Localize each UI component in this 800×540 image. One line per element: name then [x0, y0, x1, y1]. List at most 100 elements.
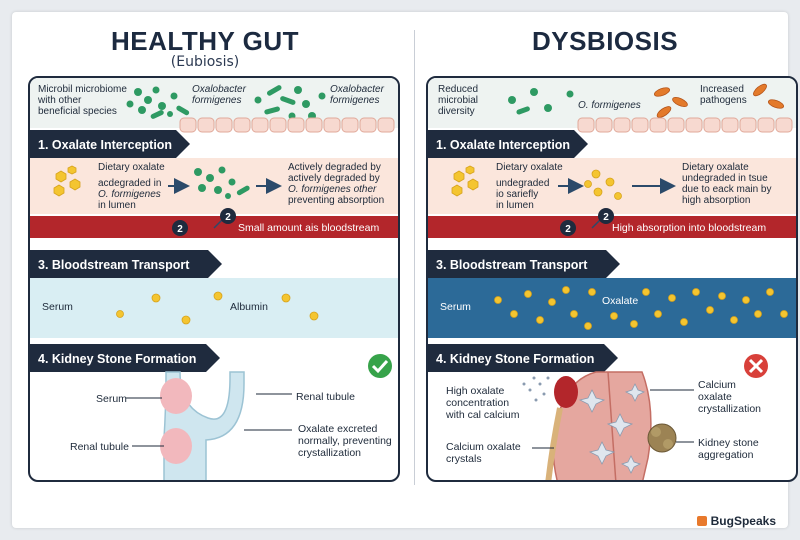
- section3-title: 3. Bloodstream Transport: [38, 258, 190, 272]
- excretion-label: crystallization: [298, 447, 361, 459]
- dietary-oxalate-label: Dietary oxalate: [98, 162, 165, 173]
- intestinal-villi: [577, 117, 793, 133]
- intestinal-villi: [179, 117, 395, 133]
- svg-text:Oxalobacter formigenes: Oxalobacter formigenes: [192, 84, 249, 106]
- kidney-stone-label: aggregation: [698, 449, 754, 461]
- absorption-label: undegraded in tsue: [682, 173, 768, 184]
- section3-title: 3. Bloodstream Transport: [436, 258, 588, 272]
- section1-title: 1. Oxalate Interception: [436, 138, 570, 152]
- section4-title: 4. Kidney Stone Formation: [436, 352, 594, 366]
- crystal-spray: [522, 376, 550, 402]
- svg-text:Dietary oxalate undegraded: Dietary oxalate undegraded in tsue due t…: [682, 162, 774, 206]
- degradation-label: Actively degraded by: [288, 162, 381, 173]
- microbiome-label-line: beneficial species: [38, 106, 117, 117]
- crystallization-label: oxalate: [698, 391, 732, 403]
- microbiome-label-line: microbial: [438, 95, 478, 106]
- crystallization-label: crystallization: [698, 403, 761, 415]
- oxalate-crystals: [451, 165, 479, 197]
- absorption-label: high absorption: [682, 195, 750, 206]
- left-subtitle: (Eubiosis): [170, 54, 240, 70]
- kidney-stone-label: Kidney stone: [698, 437, 759, 449]
- renal-tubule-right-label: Renal tubule: [296, 391, 355, 403]
- step-badge-label: 2: [225, 212, 231, 223]
- dietary-oxalate-label: in lumen: [496, 200, 534, 211]
- oxalate-label: Oxalate: [602, 295, 638, 307]
- dietary-oxalate-label: acdegraded in: [98, 178, 161, 189]
- right-title: DYSBIOSIS: [531, 26, 679, 56]
- microbiome-label-line: Microbil microbiome: [38, 84, 127, 95]
- dietary-oxalate-label: Dietary oxalate: [496, 162, 563, 173]
- microbiome-label-line: Reduced: [438, 84, 478, 95]
- dietary-oxalate-label: O. formigenes: [98, 189, 161, 200]
- dietary-oxalate-label: in lumen: [98, 200, 136, 211]
- renal-tubule-illustration: [160, 371, 245, 480]
- svg-text:Microbil microbiome with o: Microbil microbiome with other beneficia…: [37, 84, 130, 117]
- dietary-oxalate-label: undegraded: [496, 178, 549, 189]
- brand-name: BugSpeaks: [710, 514, 776, 528]
- species-label: formigenes: [330, 95, 379, 106]
- center-divider: [414, 30, 415, 485]
- svg-text:High oxalate concentration: High oxalate concentration with cal calc…: [445, 385, 520, 421]
- section4-header: [428, 344, 618, 372]
- tissue-area: [428, 158, 796, 214]
- calcium-oxalate-crystals: [578, 383, 646, 474]
- kidney-serum-label: Serum: [96, 393, 127, 405]
- serum-area: [30, 278, 398, 338]
- step-badge-2: [172, 220, 188, 236]
- step-badge-label: 2: [565, 224, 571, 235]
- spacer: [30, 338, 398, 346]
- undegraded-oxalate-crystals: [584, 169, 622, 200]
- degradation-label: actively degraded by: [288, 173, 380, 184]
- sparse-bacteria: [508, 88, 574, 115]
- absorption-label: due to eack main by: [682, 184, 772, 195]
- species-label: formigenes: [192, 95, 241, 106]
- step-badge-2: [598, 208, 614, 224]
- microbiome-label-line: with other: [37, 95, 82, 106]
- section3-header: [428, 250, 620, 278]
- svg-text:Actively degraded by activ: Actively degraded by actively degraded b…: [288, 162, 384, 206]
- svg-text:Calcium oxalate crystals: Calcium oxalate crystals: [446, 441, 524, 465]
- svg-text:Calcium oxalate crysta: Calcium oxalate crystallization: [698, 379, 761, 415]
- degradation-label: O. formigenes other: [288, 184, 377, 195]
- dysbiosis-diagram: Reduced microbial diversity O. formigene…: [428, 78, 796, 480]
- section1-header: [428, 130, 588, 158]
- high-oxalate-label: concentration: [446, 397, 509, 409]
- microbiome-label-line: diversity: [438, 106, 475, 117]
- section4-title: 4. Kidney Stone Formation: [38, 352, 196, 366]
- svg-text:Dietary oxalate undegraded: Dietary oxalate undegraded io sariefly i…: [496, 162, 565, 211]
- degrading-bacteria: [194, 166, 250, 199]
- cross-icon-mark: [748, 358, 764, 374]
- high-oxalate-label: with cal calcium: [445, 409, 520, 421]
- step-badge-label: 2: [177, 224, 183, 235]
- dietary-oxalate-label: io sariefly: [496, 189, 538, 200]
- crystallization-label: Calcium: [698, 379, 736, 391]
- pathogen-label: pathogens: [700, 95, 747, 106]
- section1-header: [30, 130, 190, 158]
- kidney-stone-texture: [663, 439, 673, 449]
- high-oxalate-label: High oxalate: [446, 385, 505, 397]
- section4-header: [30, 344, 220, 372]
- svg-text:Oxalate excreted normally,: Oxalate excreted normally, preventing cr…: [298, 423, 395, 459]
- damaged-tubule-illustration: [545, 371, 652, 480]
- step-badge-2: [560, 220, 576, 236]
- svg-text:Oxalobacter formigenes: Oxalobacter formigenes: [330, 84, 387, 106]
- excretion-label: Oxalate excreted: [298, 423, 378, 435]
- tissue-area: [30, 158, 398, 214]
- spacer: [30, 238, 398, 250]
- species-label: O. formigenes: [578, 100, 641, 111]
- step-badge-label: 2: [603, 212, 609, 223]
- check-icon: [368, 354, 392, 378]
- albumin-label: Albumin: [230, 301, 268, 313]
- serum-label: Serum: [440, 301, 471, 313]
- dysbiosis-panel: Reduced microbial diversity O. formigene…: [426, 76, 798, 482]
- absorption-label: Dietary oxalate: [682, 162, 749, 173]
- svg-text:Dietary oxalate acdegraded: Dietary oxalate acdegraded in O. formige…: [98, 162, 167, 211]
- species-label: Oxalobacter: [330, 84, 385, 95]
- serum-label: Serum: [42, 301, 73, 313]
- pathogen-label: Increased: [700, 84, 744, 95]
- crystals-label: Calcium oxalate: [446, 441, 521, 453]
- species-label: Oxalobacter: [192, 84, 247, 95]
- left-title: HEALTHY GUT: [111, 26, 299, 56]
- blood-vessel-band: [428, 216, 796, 238]
- healthy-gut-diagram: Microbil microbiome with other beneficia…: [30, 78, 398, 480]
